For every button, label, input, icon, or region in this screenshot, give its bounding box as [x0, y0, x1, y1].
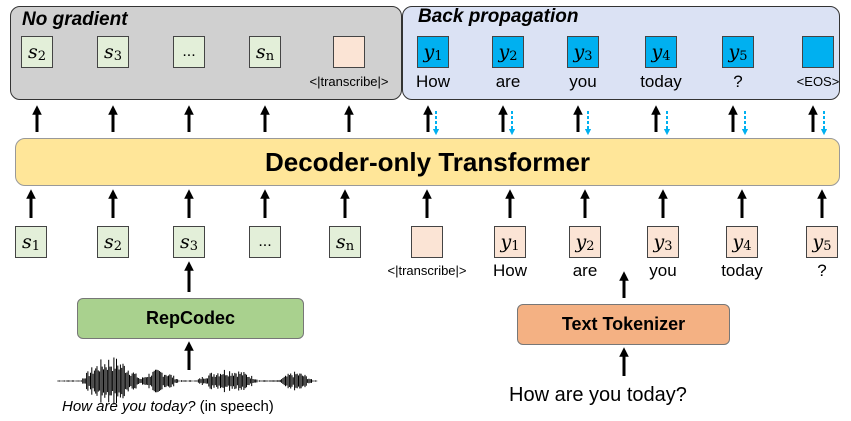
no-gradient-title: No gradient — [22, 9, 128, 30]
output-word: How — [415, 72, 451, 91]
input-transcribe-token — [411, 226, 443, 258]
repcodec-block: RepCodec — [77, 298, 304, 339]
top-speech-token-symbol: s — [27, 41, 38, 63]
input-text-token-symbol: y — [812, 231, 824, 253]
gradient-arrows — [432, 111, 828, 136]
back-propagation-title: Back propagation — [418, 6, 579, 27]
input-text-token-subscript: 4 — [743, 238, 752, 254]
output-word: ? — [733, 72, 743, 91]
output-token-subscript: 1 — [434, 48, 443, 64]
output-token-symbol: y — [651, 41, 663, 63]
input-word: are — [572, 261, 598, 280]
speech-caption-italic: How are you today? — [62, 398, 196, 415]
input-text-token-subscript: 1 — [511, 238, 520, 254]
output-token-subscript: 3 — [584, 48, 593, 64]
input-speech-token-subscript: 1 — [31, 238, 41, 254]
speech-caption-suffix: (in speech) — [195, 398, 274, 415]
output-token-subscript: 2 — [509, 48, 518, 64]
text-input: How are you today? — [509, 384, 687, 406]
top-speech-token-symbol: s — [255, 41, 266, 63]
input-text-token-subscript: 2 — [586, 238, 595, 254]
top-speech-token-subscript: n — [265, 48, 275, 64]
input-speech-token-subscript: 2 — [113, 238, 123, 254]
forward-arrows — [26, 105, 827, 376]
input-speech-token-subscript: 3 — [189, 238, 199, 254]
input-text-token-symbol: y — [653, 231, 665, 253]
output-token-symbol: y — [573, 41, 585, 63]
output-token-symbol: y — [498, 41, 510, 63]
top-transcribe-token — [333, 36, 365, 68]
input-word: today — [721, 261, 763, 280]
eos-label: <EOS> — [796, 74, 840, 89]
speech-waveform — [57, 357, 318, 405]
input-transcribe-label: <|transcribe|> — [387, 263, 467, 278]
input-text-token-symbol: y — [575, 231, 587, 253]
input-speech-token-symbol: s — [103, 231, 114, 253]
input-text-token-symbol: y — [732, 231, 744, 253]
output-word: you — [569, 72, 597, 91]
eos-token — [802, 36, 834, 68]
text-tokenizer-block: Text Tokenizer — [517, 304, 730, 345]
top-speech-token: ... — [173, 36, 205, 68]
output-word: today — [640, 72, 682, 91]
input-speech-token-subscript: n — [345, 238, 355, 254]
speech-caption: How are you today? (in speech) — [62, 398, 274, 415]
top-transcribe-label: <|transcribe|> — [309, 74, 389, 89]
input-text-token-symbol: y — [500, 231, 512, 253]
top-speech-token-symbol: s — [103, 41, 114, 63]
output-token-symbol: y — [423, 41, 435, 63]
input-word: How — [492, 261, 528, 280]
output-token-subscript: 5 — [739, 48, 748, 64]
input-text-token-subscript: 3 — [664, 238, 673, 254]
output-token-symbol: y — [728, 41, 740, 63]
input-speech-token-symbol: s — [179, 231, 190, 253]
output-word: are — [495, 72, 521, 91]
top-speech-token-subscript: 3 — [113, 48, 123, 64]
top-speech-token-subscript: 2 — [37, 48, 47, 64]
output-token-subscript: 4 — [662, 48, 671, 64]
input-word: you — [649, 261, 677, 280]
back-propagation-panel — [402, 6, 840, 100]
input-speech-token-symbol: s — [21, 231, 32, 253]
input-speech-token: ... — [249, 226, 281, 258]
input-text-token-subscript: 5 — [823, 238, 832, 254]
decoder-only-transformer: Decoder-only Transformer — [15, 138, 840, 186]
input-word: ? — [817, 261, 827, 280]
input-speech-token-symbol: s — [335, 231, 346, 253]
